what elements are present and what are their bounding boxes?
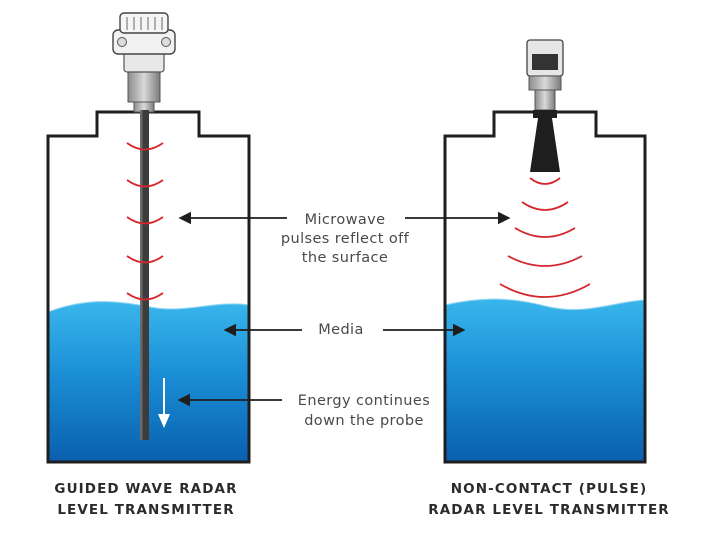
microwave-label-line-2: pulses reflect off <box>281 231 410 247</box>
energy-label: Energy continues down the probe <box>298 393 430 429</box>
right-tank <box>443 110 647 464</box>
media-label: Media <box>318 322 364 338</box>
non-contact-transmitter <box>526 39 564 172</box>
right-caption: NON-CONTACT (PULSE) RADAR LEVEL TRANSMIT… <box>428 481 670 518</box>
right-caption-line-2: RADAR LEVEL TRANSMITTER <box>428 502 670 518</box>
right-caption-line-1: NON-CONTACT (PULSE) <box>451 481 647 497</box>
horn-antenna <box>530 118 560 172</box>
energy-down-arrow <box>158 378 170 428</box>
guided-wave-probe <box>140 110 149 440</box>
microwave-label-line-1: Microwave <box>305 212 386 228</box>
probe-pulse-2 <box>126 179 164 188</box>
probe-pulse-5 <box>126 292 164 301</box>
air-pulse-3 <box>514 227 576 238</box>
right-tank-media <box>445 299 645 462</box>
microwave-label: Microwave pulses reflect off the surface <box>281 212 410 266</box>
air-pulses <box>499 177 591 298</box>
left-caption: GUIDED WAVE RADAR LEVEL TRANSMITTER <box>54 481 237 518</box>
air-pulse-5 <box>499 283 591 298</box>
left-caption-line-2: LEVEL TRANSMITTER <box>57 502 234 518</box>
probe-pulse-4 <box>126 255 164 264</box>
probe-pulses <box>126 142 164 301</box>
left-tank-outline <box>46 110 251 464</box>
guided-wave-transmitter <box>112 12 176 113</box>
energy-label-line-1: Energy continues <box>298 393 430 409</box>
right-tank-outline <box>443 110 647 464</box>
probe-pulse-1 <box>126 142 164 151</box>
air-pulse-2 <box>521 201 569 211</box>
left-caption-line-1: GUIDED WAVE RADAR <box>54 481 237 497</box>
air-pulse-1 <box>529 177 561 185</box>
air-pulse-4 <box>507 255 583 267</box>
left-media-surface-line <box>47 300 250 313</box>
probe-pulse-3 <box>126 216 164 225</box>
microwave-label-line-3: the surface <box>302 250 388 266</box>
right-media-surface-line <box>444 298 646 311</box>
energy-label-line-2: down the probe <box>304 413 424 429</box>
